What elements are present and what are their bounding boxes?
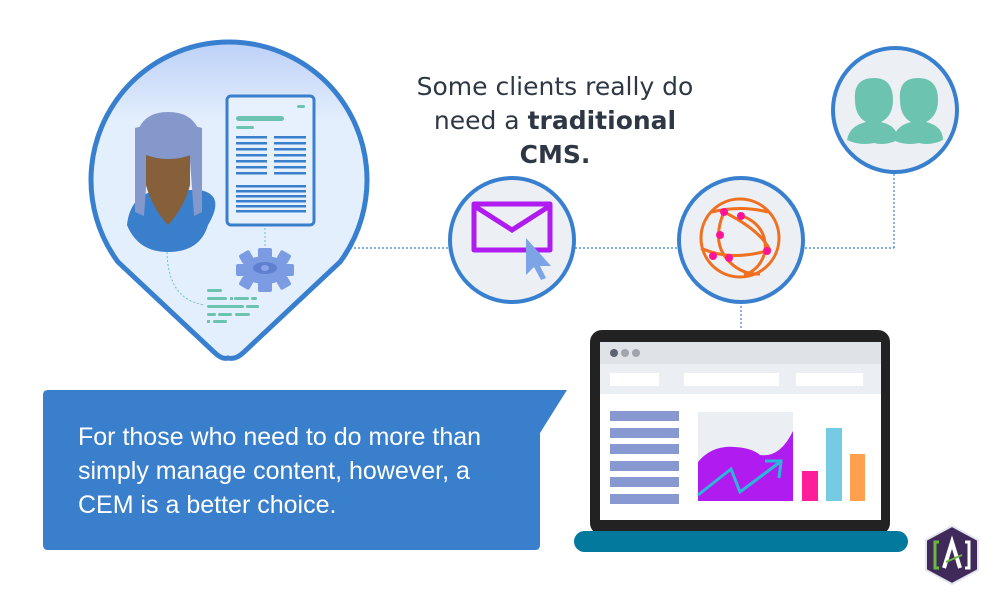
email-circle [448, 176, 576, 304]
code-snippet-icon [207, 289, 259, 323]
globe-nodes [709, 208, 771, 262]
headline-emphasis: traditional CMS. [519, 106, 677, 169]
email-cursor-icon [471, 201, 553, 280]
logo-badge [925, 524, 979, 586]
laptop-dashboard [574, 330, 908, 552]
callout-text: For those who need to do more than simpl… [78, 423, 482, 519]
globe-circle [677, 176, 805, 304]
callout-box [43, 390, 567, 550]
headline-line2-prefix: need a [433, 106, 528, 135]
people-icon [847, 78, 943, 144]
headline-line2: need a traditional CMS. [400, 104, 710, 172]
person-code-connector [166, 251, 206, 306]
people-circle [831, 46, 959, 174]
person-avatar [127, 112, 216, 252]
gear-eye-icon [236, 248, 294, 292]
headline: Some clients really do need a traditiona… [400, 70, 710, 172]
document-icon [225, 94, 316, 227]
person-pin [88, 39, 370, 361]
headline-line1: Some clients really do [416, 72, 694, 101]
connector-lines [350, 172, 895, 332]
